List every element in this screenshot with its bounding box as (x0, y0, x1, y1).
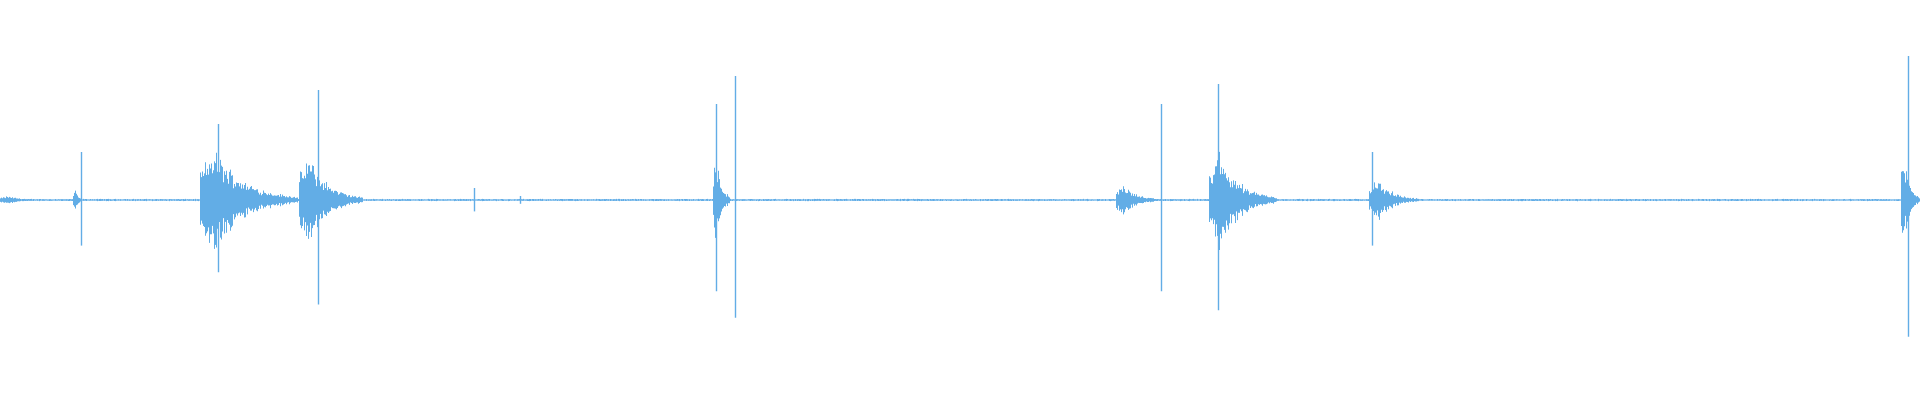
waveform-series (0, 56, 1920, 337)
